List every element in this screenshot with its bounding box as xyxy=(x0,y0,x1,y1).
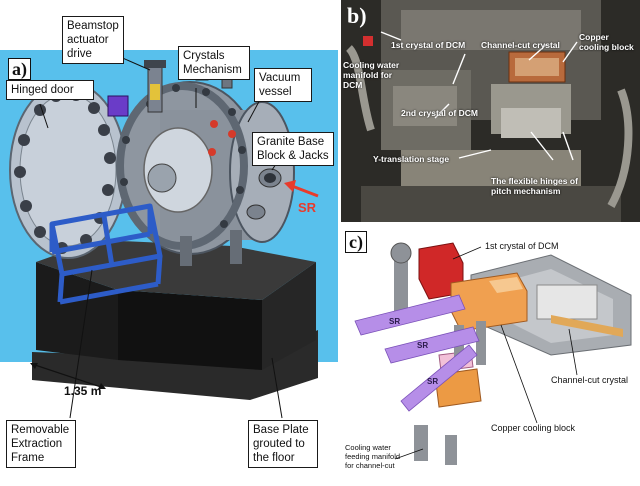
leader-lines-c xyxy=(394,246,578,460)
panel-a-illustration xyxy=(0,50,338,419)
sr-label-1: SR xyxy=(389,317,401,326)
label-channel-cut: Channel-cut crystal xyxy=(481,40,560,50)
label-hinges: The flexible hinges of pitch mechanism xyxy=(491,176,578,196)
panel-b-photo xyxy=(341,0,640,222)
callout-crystals: Crystals Mechanism xyxy=(178,46,250,80)
sr-arrow xyxy=(291,184,319,198)
panel-b: b) Cooling water manifold for DCM 1st cr… xyxy=(341,0,640,222)
label-c-channel-cut: Channel-cut crystal xyxy=(551,375,629,385)
granite-left-face xyxy=(36,262,118,360)
granite-front-face xyxy=(118,290,262,370)
photo-arrows xyxy=(380,31,578,161)
panel-b-label: b) xyxy=(347,3,367,28)
sr-label-2: SR xyxy=(417,341,429,350)
label-first-crystal: 1st crystal of DCM xyxy=(391,40,466,50)
callout-vacuum: Vacuum vessel xyxy=(254,68,312,102)
dimension-line xyxy=(31,363,105,389)
panel-a: a) Hinged door Beamstop actuator drive C… xyxy=(0,16,338,468)
granite-right-face xyxy=(262,262,316,370)
label-c-manifold: Cooling water feeding manifold for chann… xyxy=(345,443,401,470)
label-cooling-manifold: Cooling water manifold for DCM xyxy=(343,60,400,90)
label-copper-block: Copper cooling block xyxy=(579,32,634,52)
granite-top xyxy=(36,240,316,300)
extraction-frame xyxy=(49,203,163,305)
channel-cut-crystal xyxy=(551,315,623,337)
callout-beamstop: Beamstop actuator drive xyxy=(62,16,124,64)
label-c-copper-block: Copper cooling block xyxy=(491,423,576,433)
panel-c-label: c) xyxy=(345,231,367,253)
callout-baseplate: Base Plate grouted to the floor xyxy=(248,420,318,468)
panel-c-illustration xyxy=(354,242,632,465)
dimension-label: 1.35 m xyxy=(64,384,102,398)
sr-label-3: SR xyxy=(427,377,439,386)
sr-label: SR xyxy=(298,200,317,215)
purple-motor xyxy=(107,95,129,117)
sr-beams xyxy=(354,294,480,412)
panel-a-label: a) xyxy=(8,58,31,80)
label-second-crystal: 2nd crystal of DCM xyxy=(401,108,478,118)
callout-extraction: Removable Extraction Frame xyxy=(6,420,76,468)
panel-c: c) 1st crystal of DCM Channel-cut crysta… xyxy=(341,225,640,486)
base-plate xyxy=(32,330,318,400)
callout-hinged-door: Hinged door xyxy=(6,80,94,100)
label-y-stage: Y-translation stage xyxy=(373,154,450,164)
label-c-first-crystal: 1st crystal of DCM xyxy=(485,241,559,251)
callout-granite: Granite Base Block & Jacks xyxy=(252,132,334,166)
